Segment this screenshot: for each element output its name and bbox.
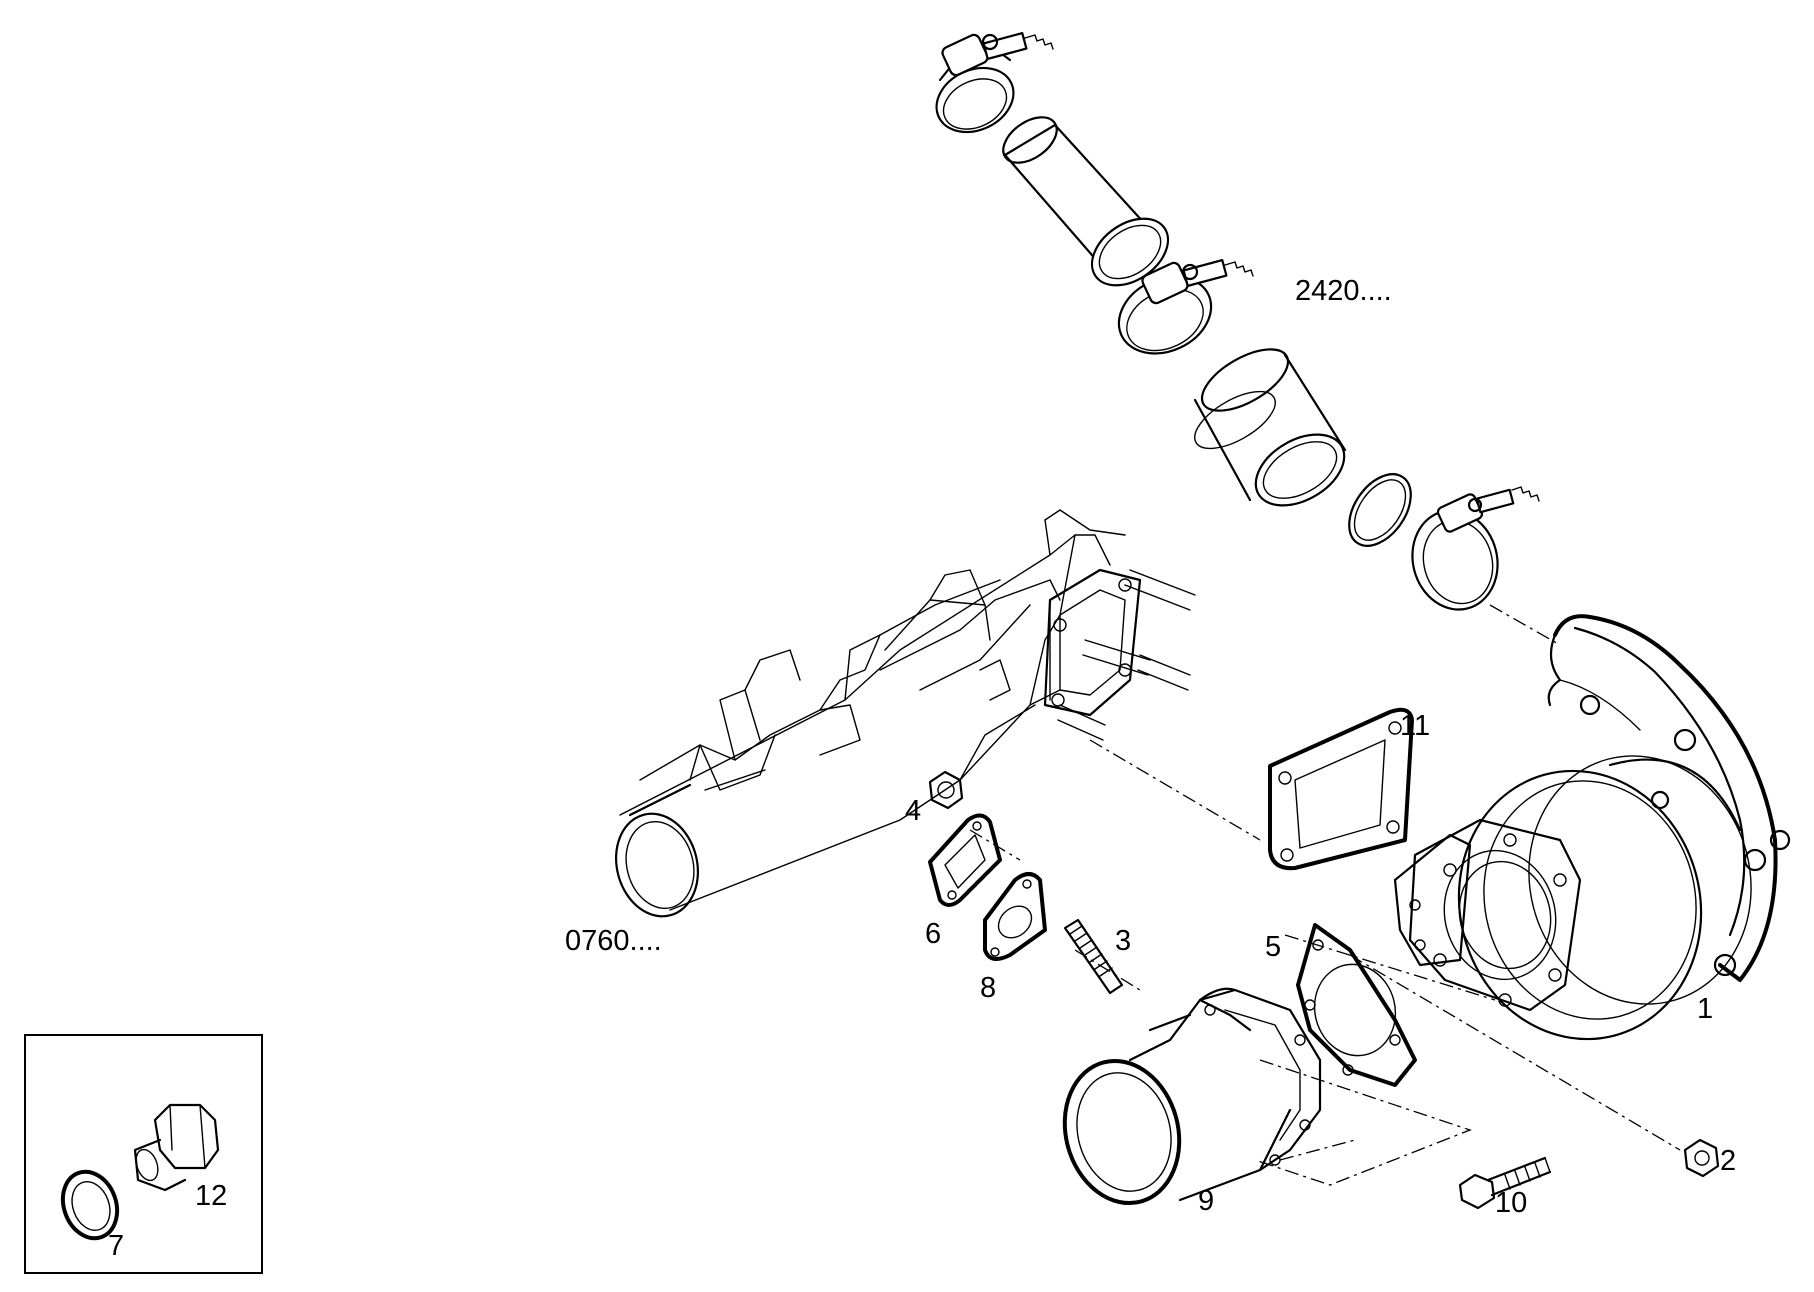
callout-3: 3 bbox=[1115, 925, 1131, 957]
top-v-band-clamp bbox=[935, 31, 1054, 134]
callout-4: 4 bbox=[905, 795, 921, 827]
part-8-flange-gasket bbox=[983, 872, 1047, 961]
reference-label-0760: 0760.... bbox=[565, 925, 662, 957]
bellows-pipe bbox=[1193, 348, 1347, 507]
o-ring bbox=[1348, 473, 1412, 547]
callout-8: 8 bbox=[980, 972, 996, 1004]
part-2-nut bbox=[1683, 1138, 1720, 1178]
callout-9: 9 bbox=[1198, 1185, 1214, 1217]
callout-12: 12 bbox=[195, 1180, 227, 1212]
callout-7: 7 bbox=[108, 1230, 124, 1262]
callout-11: 11 bbox=[1400, 710, 1430, 742]
reference-label-2420: 2420.... bbox=[1295, 275, 1392, 307]
lower-v-band-clamp bbox=[1411, 486, 1540, 611]
part-3-stud bbox=[1063, 918, 1124, 995]
inset-detail-box bbox=[24, 1034, 263, 1274]
part-1-turbocharger bbox=[1393, 614, 1791, 1041]
part-11-gasket bbox=[1268, 707, 1414, 871]
callout-10: 10 bbox=[1495, 1187, 1527, 1219]
top-tube bbox=[1002, 116, 1170, 287]
middle-v-band-clamp bbox=[1117, 258, 1254, 355]
callout-2: 2 bbox=[1720, 1145, 1736, 1177]
part-5-gasket bbox=[1296, 923, 1417, 1087]
part-7-sealing-ring bbox=[60, 1169, 120, 1241]
part-10-bolt bbox=[1458, 1156, 1552, 1210]
part-4-nut bbox=[928, 770, 964, 810]
assembly-leader-lines bbox=[969, 604, 1681, 1186]
part-9-elbow-pipe bbox=[1062, 987, 1322, 1206]
callout-6: 6 bbox=[925, 918, 941, 950]
part-12-plug bbox=[133, 1103, 220, 1192]
callout-1: 1 bbox=[1697, 993, 1713, 1025]
callout-5: 5 bbox=[1265, 931, 1281, 963]
part-6-gasket-plate bbox=[928, 813, 1002, 907]
exhaust-manifold bbox=[614, 509, 1196, 918]
